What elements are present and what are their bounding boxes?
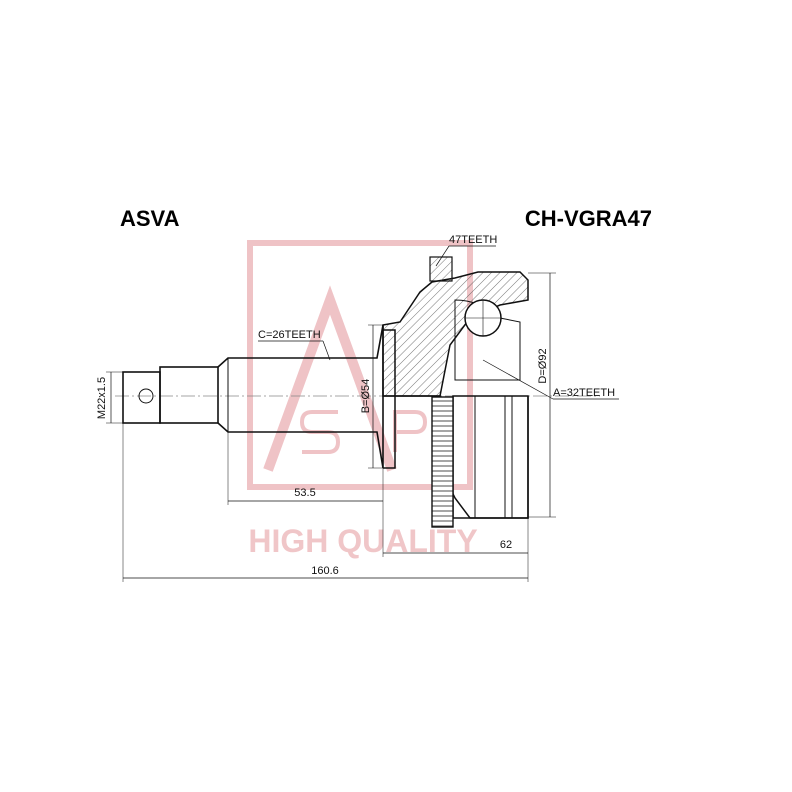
housing-diameter-label: D=Ø92 <box>537 348 549 383</box>
total-length-dim: 160.6 <box>311 565 339 577</box>
watermark-tagline: HIGH QUALITY <box>248 523 477 559</box>
housing-length-dim: 62 <box>500 539 512 551</box>
abs-teeth-label: 47TEETH <box>449 234 497 246</box>
outer-housing <box>382 271 529 519</box>
shaft-spline-label: C=26TEETH <box>258 329 321 341</box>
inner-spline-label: A=32TEETH <box>553 387 615 399</box>
seal-diameter-label: B=Ø54 <box>360 379 372 414</box>
shaft-length-dim: 53.5 <box>294 487 315 499</box>
watermark-logo <box>247 240 473 490</box>
part-number: CH-VGRA47 <box>525 206 652 231</box>
thread-label: M22x1.5 <box>96 377 108 419</box>
abs-tooth-section <box>429 256 453 282</box>
brand-title: ASVA <box>120 206 180 231</box>
abs-ring <box>431 396 454 528</box>
